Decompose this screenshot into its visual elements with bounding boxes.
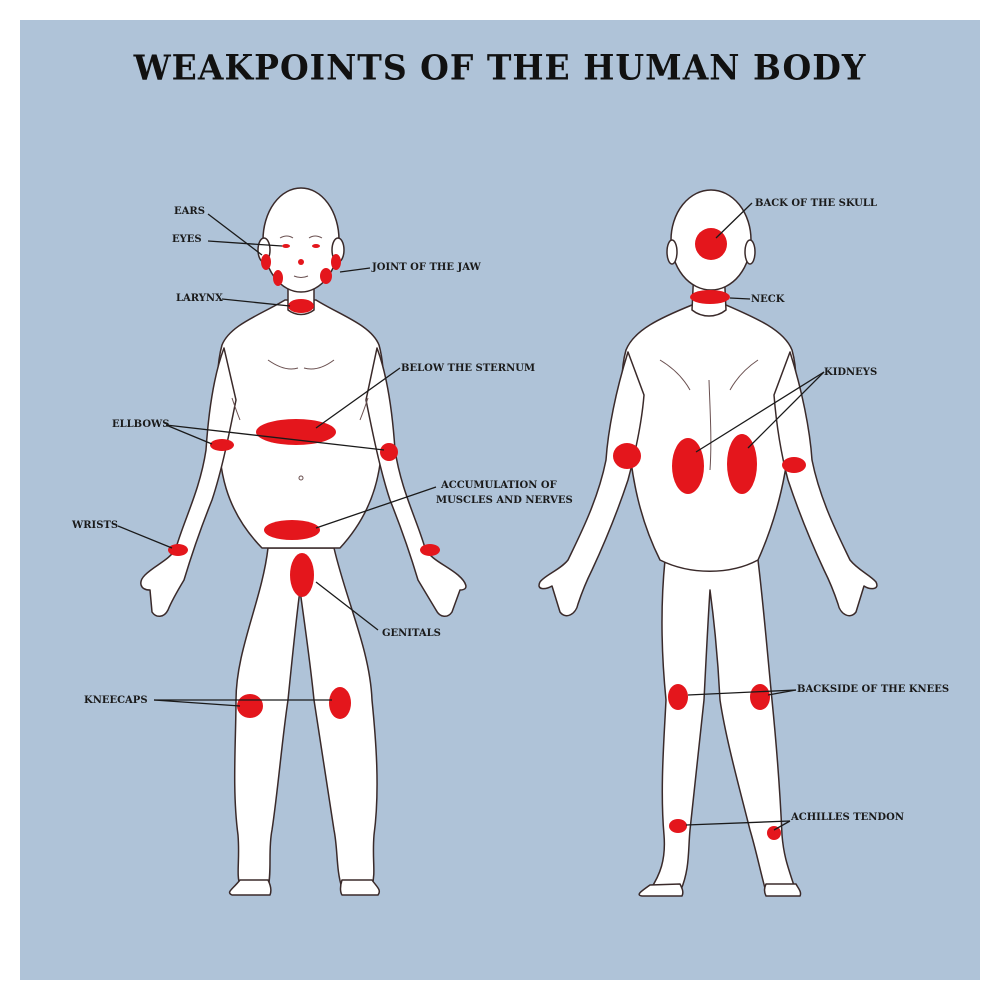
spot-larynx — [288, 299, 314, 313]
spot-jaw-right — [320, 268, 332, 284]
back-figure — [538, 189, 878, 897]
spot-nose — [298, 259, 304, 265]
spot-achilles-left — [669, 819, 687, 833]
spot-back-of-skull — [695, 228, 727, 260]
spot-achilles-right — [767, 826, 781, 840]
spot-genitals — [290, 553, 314, 597]
label-knees: BACKSIDE OF THE KNEES — [797, 684, 949, 695]
label-kneecaps: KNEECAPS — [84, 695, 148, 706]
label-larynx: LARYNX — [176, 293, 223, 304]
spot-kidney-left — [672, 438, 704, 494]
spot-sternum — [256, 419, 336, 445]
label-jaw: JOINT OF THE JAW — [371, 262, 481, 273]
label-wrists: WRISTS — [71, 520, 118, 531]
label-genitals: GENITALS — [382, 628, 441, 639]
front-labels: EARS EYES JOINT OF THE JAW LARYNX BELOW … — [71, 206, 573, 706]
back-weak-spots — [613, 228, 806, 840]
back-leader-lines — [685, 202, 825, 831]
label-kidneys: KIDNEYS — [824, 367, 877, 378]
spot-elbow-right — [380, 443, 398, 461]
diagram-title: WEAKPOINTS OF THE HUMAN BODY — [133, 47, 867, 88]
spot-wrist-left — [168, 544, 188, 556]
spot-kneecap-left — [237, 694, 263, 718]
label-eyes: EYES — [172, 234, 202, 245]
front-leader-lines — [117, 213, 437, 707]
spot-back-knee-right — [750, 684, 770, 710]
spot-back-elbow-right — [782, 457, 806, 473]
back-labels: BACK OF THE SKULL NECK KIDNEYS BACKSIDE … — [751, 198, 949, 823]
spot-neck — [690, 290, 730, 304]
label-nerves-line2: MUSCLES AND NERVES — [436, 495, 573, 506]
spot-kneecap-right — [329, 687, 351, 719]
spot-kidney-right — [727, 434, 757, 494]
spot-jaw-left — [273, 270, 283, 286]
label-elbows: ELLBOWS — [112, 419, 170, 430]
label-nerves-line1: ACCUMULATION OF — [440, 480, 557, 491]
spot-wrist-right — [420, 544, 440, 556]
spot-eye-right — [312, 244, 320, 248]
spot-back-elbow-left — [613, 443, 641, 469]
label-ears: EARS — [174, 206, 205, 217]
spot-abdomen — [264, 520, 320, 540]
spot-ear-right — [331, 254, 341, 270]
spot-ear-left — [261, 254, 271, 270]
label-skull: BACK OF THE SKULL — [755, 198, 877, 209]
spot-back-knee-left — [668, 684, 688, 710]
spot-elbow-left — [210, 439, 234, 451]
spot-eye-left — [282, 244, 290, 248]
label-sternum: BELOW THE STERNUM — [401, 363, 535, 374]
label-neck: NECK — [751, 294, 785, 305]
label-achilles: ACHILLES TENDON — [790, 812, 904, 823]
